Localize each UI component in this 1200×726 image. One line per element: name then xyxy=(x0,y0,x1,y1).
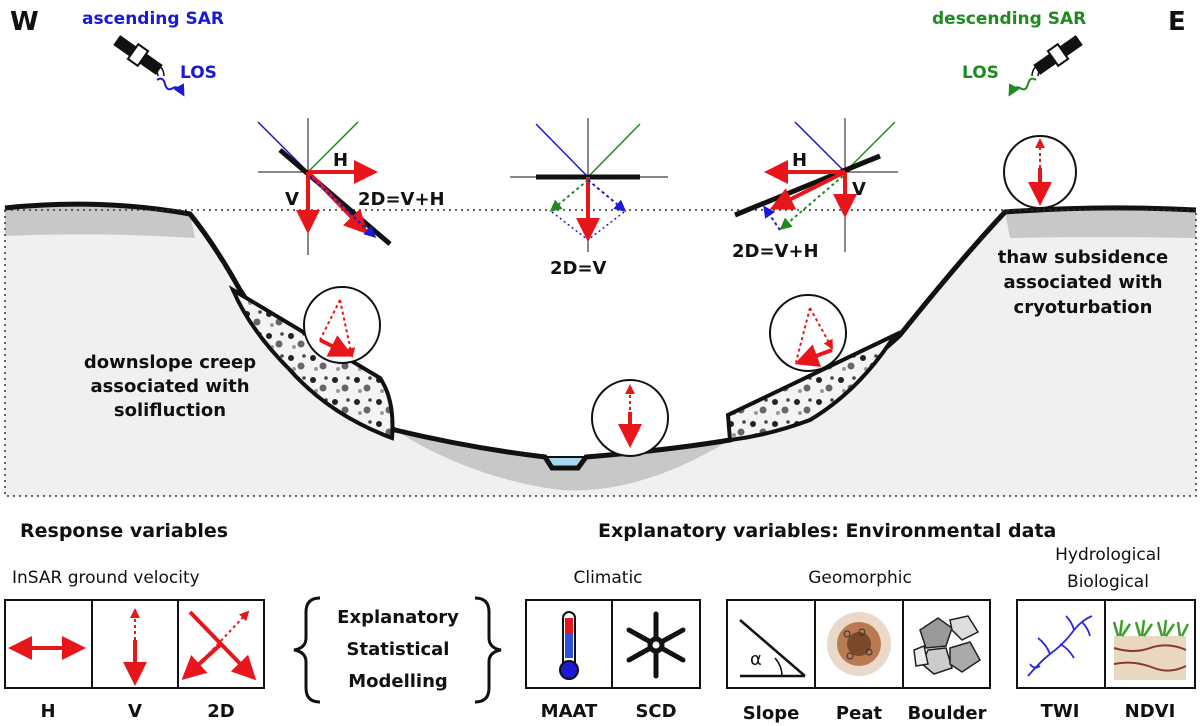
right-v-label: V xyxy=(852,179,866,200)
geomorphic-label-peat: Peat xyxy=(836,703,883,724)
ascending-satellite: ascending SAR LOS xyxy=(82,9,224,97)
svg-text:Modelling: Modelling xyxy=(348,671,448,692)
west-label: W xyxy=(10,7,39,37)
right-2d-label: 2D=V+H xyxy=(732,241,819,262)
right-vector-diagram: H V 2D=V+H xyxy=(732,118,898,262)
svg-text:Statistical: Statistical xyxy=(347,639,450,660)
svg-text:thaw subsidence: thaw subsidence xyxy=(998,247,1169,268)
center-vector-diagram: 2D=V xyxy=(510,118,668,279)
geomorphic-title: Geomorphic xyxy=(808,568,912,588)
hydro-label-ndvi: NDVI xyxy=(1125,701,1176,722)
svg-text:downslope creep: downslope creep xyxy=(84,352,256,373)
thermometer-icon xyxy=(559,611,579,680)
biological-title: Biological xyxy=(1067,572,1149,592)
svg-text:associated with: associated with xyxy=(1003,272,1162,293)
motion-circle-center xyxy=(591,379,669,457)
creep-annotation: downslope creep associated with solifluc… xyxy=(84,352,256,421)
modelling-block: Explanatory Statistical Modelling xyxy=(293,596,502,704)
east-label: E xyxy=(1168,7,1186,37)
left-2d-label: 2D=V+H xyxy=(358,189,445,210)
explanatory-heading: Explanatory variables: Environmental dat… xyxy=(598,520,1056,542)
response-label-h: H xyxy=(40,701,55,722)
svg-text:cryoturbation: cryoturbation xyxy=(1014,297,1153,318)
svg-text:solifluction: solifluction xyxy=(114,400,226,421)
response-subheading: InSAR ground velocity xyxy=(12,568,200,588)
alpha-label: α xyxy=(750,649,762,670)
ascending-los-label: LOS xyxy=(180,63,217,83)
h-label: H xyxy=(333,150,348,171)
hydrological-title: Hydrological xyxy=(1055,545,1161,565)
thaw-annotation: thaw subsidence associated with cryoturb… xyxy=(998,247,1169,318)
descending-los-label: LOS xyxy=(962,63,999,83)
geomorphic-label-slope: Slope xyxy=(743,703,800,724)
ascending-los-arrow xyxy=(156,77,185,97)
v-label: V xyxy=(285,189,299,210)
ascending-sar-title: ascending SAR xyxy=(82,9,224,29)
motion-circle-top-right xyxy=(1003,135,1077,209)
response-boxes xyxy=(4,599,265,689)
satellite-icon xyxy=(1033,35,1083,75)
center-2d-label: 2D=V xyxy=(550,258,607,279)
climatic-label-maat: MAAT xyxy=(541,701,598,722)
river-network-icon xyxy=(1027,615,1093,677)
response-label-2d: 2D xyxy=(207,701,234,722)
right-h-label: H xyxy=(792,150,807,171)
descending-satellite: descending SAR LOS xyxy=(932,9,1086,97)
climatic-title: Climatic xyxy=(573,568,642,588)
descending-los-arrow xyxy=(1008,77,1037,97)
descending-sar-title: descending SAR xyxy=(932,9,1086,29)
left-vector-diagram: H V 2D=V+H xyxy=(257,118,445,255)
response-label-v: V xyxy=(128,701,142,722)
boulder-icon xyxy=(913,615,981,675)
motion-circle-left xyxy=(303,286,381,364)
motion-circle-right xyxy=(769,294,847,372)
climatic-label-scd: SCD xyxy=(635,701,676,722)
hydro-boxes xyxy=(1016,599,1196,689)
svg-text:Explanatory: Explanatory xyxy=(337,607,459,628)
vegetation-icon xyxy=(1112,619,1190,680)
response-heading: Response variables xyxy=(20,520,228,542)
geomorphic-boxes: α xyxy=(726,599,991,689)
peat-icon xyxy=(827,612,891,676)
snowflake-icon xyxy=(626,611,686,679)
geomorphic-label-boulder: Boulder xyxy=(907,703,986,724)
satellite-icon xyxy=(113,35,163,75)
hydro-label-twi: TWI xyxy=(1041,701,1080,722)
climatic-boxes xyxy=(525,599,701,689)
slope-icon: α xyxy=(739,619,806,678)
svg-text:associated with: associated with xyxy=(90,376,249,397)
